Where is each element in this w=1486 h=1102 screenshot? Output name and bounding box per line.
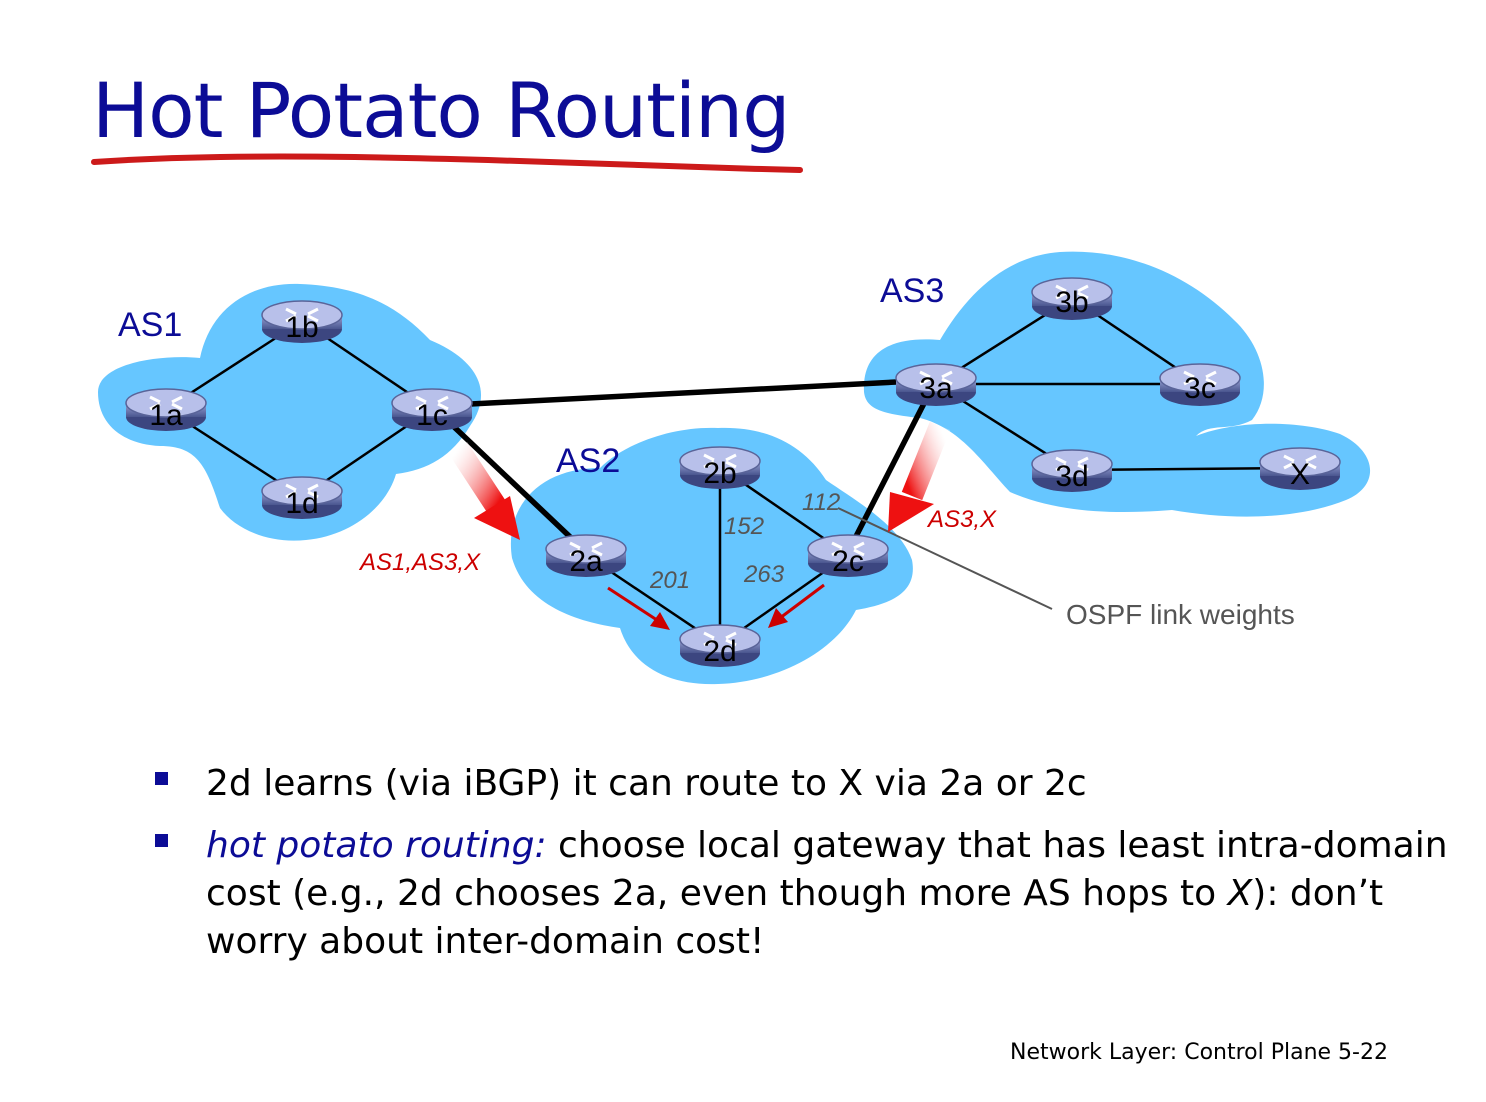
weight-263: 263	[743, 561, 785, 588]
bullet-list: 2d learns (via iBGP) it can route to X v…	[150, 760, 1450, 980]
ospf-leader-line	[837, 507, 1053, 610]
router-label-3d: 3d	[1055, 460, 1088, 493]
route-arrow-2a-2d	[607, 586, 670, 630]
bullet-marker	[155, 772, 168, 785]
bullet-marker	[155, 834, 168, 847]
network-diagram: 1a 1b 1c 1d 2a 2b 2c 2d 3a 3b 3c 3d X AS…	[98, 251, 1371, 685]
bullet-item-1: 2d learns (via iBGP) it can route to X v…	[150, 760, 1450, 808]
as1-cloud	[98, 283, 482, 541]
advert-arrow-as1	[448, 441, 520, 540]
route-arrow-2c-2d	[768, 583, 825, 628]
link-1c-3a	[431, 377, 937, 409]
router-label-2d: 2d	[703, 635, 736, 668]
ospf-link-weights-label: OSPF link weights	[1066, 599, 1295, 630]
router-label-1c: 1c	[416, 399, 448, 432]
router-label-3a: 3a	[919, 372, 953, 405]
title-underline	[91, 153, 803, 173]
weight-112: 112	[802, 489, 840, 516]
bullet-text-2b: ): don’t worry about inter-domain cost!	[206, 873, 1384, 962]
bullet-text-2x: X	[1227, 873, 1253, 914]
as-label-1: AS1	[118, 306, 182, 344]
router-label-x: X	[1290, 458, 1310, 491]
router-label-1a: 1a	[149, 399, 183, 432]
router-label-2c: 2c	[832, 545, 864, 578]
weight-201: 201	[649, 567, 690, 594]
link-1c-2a	[430, 404, 588, 554]
bullet-item-2: hot potato routing: choose local gateway…	[150, 822, 1450, 966]
router-label-2a: 2a	[569, 545, 603, 578]
link-3a-2c	[845, 378, 939, 554]
bullet-text-1: 2d learns (via iBGP) it can route to X v…	[206, 763, 1087, 804]
router-label-3c: 3c	[1184, 372, 1216, 405]
bullet-term-hot-potato: hot potato routing:	[206, 825, 547, 866]
as-label-2: AS2	[556, 442, 620, 480]
as2-cloud	[510, 427, 913, 685]
router-label-1b: 1b	[285, 311, 318, 344]
advert-arrow-as3	[888, 421, 951, 532]
slide-title: Hot Potato Routing	[92, 66, 790, 155]
slide-footer: Network Layer: Control Plane 5-22	[1010, 1040, 1388, 1065]
router-label-3b: 3b	[1055, 286, 1088, 319]
bullet-text-2a: choose local gateway that has least intr…	[206, 825, 1448, 914]
route-label-as1-as3-x: AS1,AS3,X	[358, 549, 481, 576]
router-label-1d: 1d	[285, 487, 318, 520]
as-label-3: AS3	[880, 272, 944, 310]
router-label-2b: 2b	[703, 457, 736, 490]
weight-152: 152	[724, 513, 764, 540]
route-label-as3-x: AS3,X	[926, 506, 997, 533]
